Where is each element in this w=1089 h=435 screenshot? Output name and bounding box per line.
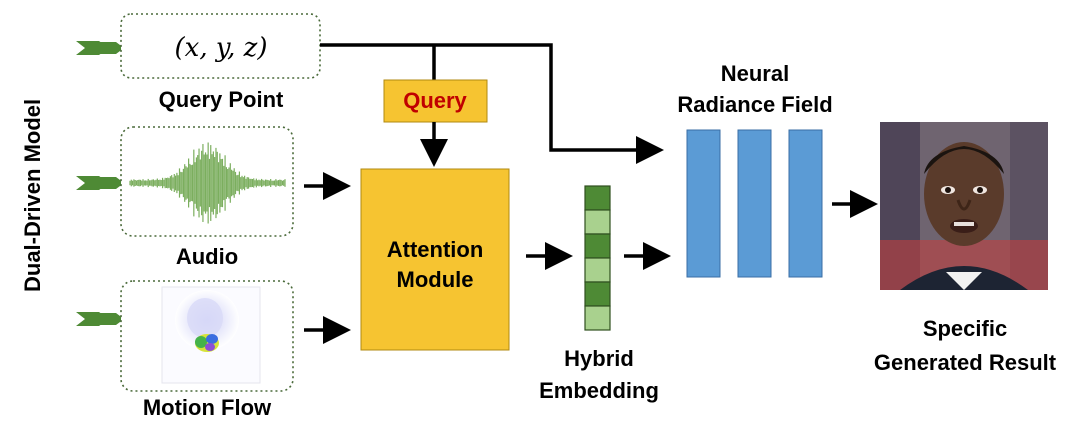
side-label: Dual-Driven Model xyxy=(20,98,45,292)
input-arrow-query-icon xyxy=(76,41,124,55)
attention-module-box xyxy=(360,168,510,351)
audio-waveform-icon xyxy=(129,142,286,224)
query-point-formula: (x, y, z) xyxy=(175,33,268,63)
attention-label-line2: Module xyxy=(397,267,474,292)
hybrid-cell-light xyxy=(584,257,611,283)
hybrid-cell-dark xyxy=(584,281,611,307)
hybrid-cell-dark xyxy=(584,233,611,259)
generated-result-image xyxy=(880,122,1048,290)
hybrid-embedding-stack xyxy=(584,185,611,331)
audio-label: Audio xyxy=(175,244,239,269)
query-box xyxy=(383,79,488,123)
hybrid-cell-light xyxy=(584,209,611,235)
hybrid-cell-dark xyxy=(584,185,611,211)
nerf-layer-3 xyxy=(788,129,823,278)
input-arrow-motion-icon xyxy=(76,312,124,326)
nerf-layer-1 xyxy=(686,129,721,278)
connector-query-point-to-nerf xyxy=(320,43,664,164)
attention-label-line1: Attention xyxy=(387,237,484,262)
hybrid-label-line1: Hybrid xyxy=(564,346,634,371)
query-label: Query xyxy=(403,88,467,113)
motion-flow-label: Motion Flow xyxy=(142,395,272,420)
nerf-label-line2: Radiance Field xyxy=(677,92,833,117)
query-point-label: Query Point xyxy=(158,87,284,112)
result-label-line1: Specific xyxy=(922,316,1008,341)
input-arrow-audio-icon xyxy=(76,176,124,190)
motion-flow-image xyxy=(161,286,261,384)
hybrid-cell-light xyxy=(584,305,611,331)
result-label-line2: Generated Result xyxy=(873,350,1057,375)
nerf-layer-2 xyxy=(737,129,772,278)
nerf-label-line1: Neural xyxy=(720,61,790,86)
hybrid-label-line2: Embedding xyxy=(539,378,659,403)
